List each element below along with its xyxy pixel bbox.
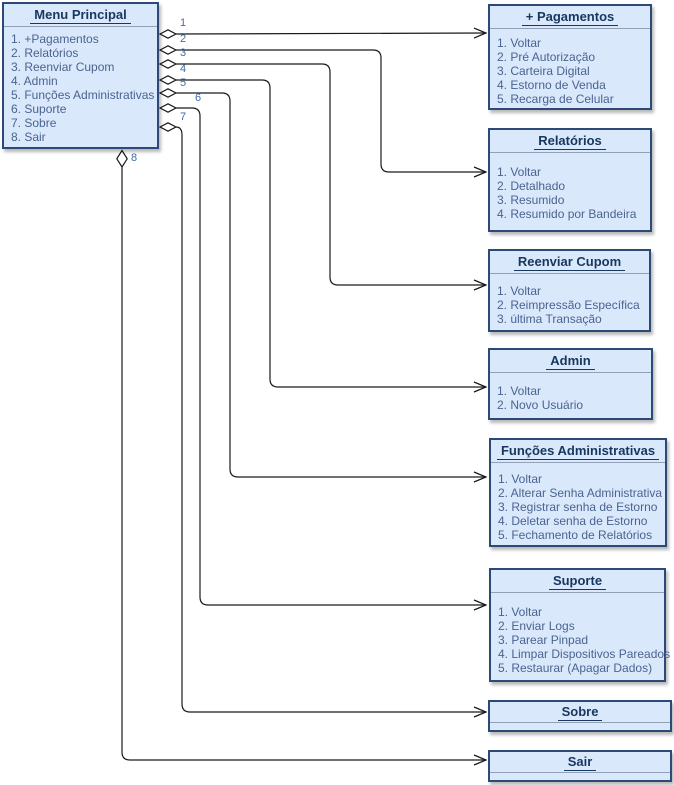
submenu-box-sobre: Sobre xyxy=(488,700,672,732)
submenu-box-suporte: Suporte 1. Voltar 2. Enviar Logs 3. Pare… xyxy=(489,568,671,682)
menu-item: 3. última Transação xyxy=(497,312,602,326)
submenu-title: + Pagamentos xyxy=(490,6,650,29)
menu-item: 4. Deletar senha de Estorno xyxy=(498,514,648,528)
menu-item: 7. Sobre xyxy=(11,116,57,130)
connector-label-2: 2 xyxy=(180,33,187,45)
menu-item: 6. Suporte xyxy=(11,102,67,116)
menu-item: 2. Enviar Logs xyxy=(498,619,575,633)
submenu-box-sair: Sair xyxy=(488,750,672,782)
menu-item: 1. Voltar xyxy=(497,384,542,398)
submenu-box-pagamentos: + Pagamentos 1. Voltar 2. Pré Autorizaçã… xyxy=(488,4,652,110)
submenu-title: Relatórios xyxy=(490,130,650,153)
menu-item: 4. Estorno de Venda xyxy=(497,78,606,92)
menu-item: 1. Voltar xyxy=(498,605,543,619)
submenu-title: Suporte xyxy=(491,570,664,593)
connector-1-pagamentos xyxy=(175,33,486,34)
menu-item: 3. Resumido xyxy=(497,193,565,207)
connector-label-8: 8 xyxy=(131,152,138,164)
connector-7-sobre xyxy=(175,126,486,712)
submenu-items xyxy=(490,773,670,781)
menu-item: 1. Voltar xyxy=(497,165,542,179)
menu-item: 5. Funções Administrativas xyxy=(11,88,155,102)
connector-2-relatorios xyxy=(176,49,486,172)
submenu-items: 1. Voltar 2. Reimpressão Específica 3. ú… xyxy=(490,274,649,326)
submenu-items xyxy=(490,723,670,731)
menu-principal-title-text: Menu Principal xyxy=(30,7,131,24)
connector-label-6: 6 xyxy=(195,92,202,104)
aggregation-diamond-6 xyxy=(158,103,178,113)
submenu-box-relatorios: Relatórios 1. Voltar 2. Detalhado 3. Res… xyxy=(488,128,652,232)
menu-item: 2. Detalhado xyxy=(497,179,566,193)
menu-item: 4. Admin xyxy=(11,74,58,88)
menu-principal-title: Menu Principal xyxy=(4,4,157,27)
connector-label-3: 3 xyxy=(180,47,187,59)
connector-label-4: 4 xyxy=(180,63,187,75)
submenu-title: Funções Administrativas xyxy=(491,440,665,463)
submenu-title: Admin xyxy=(490,350,651,373)
submenu-items: 1. Voltar 2. Detalhado 3. Resumido 4. Re… xyxy=(490,153,650,221)
submenu-items: 1. Voltar 2. Enviar Logs 3. Parear Pinpa… xyxy=(491,593,671,675)
connector-label-5: 5 xyxy=(180,77,187,89)
connector-8-sair xyxy=(121,167,486,760)
submenu-title-text: Suporte xyxy=(548,573,607,590)
menu-item: 2. Pré Autorização xyxy=(497,50,596,64)
menu-item: 4. Limpar Dispositivos Pareados xyxy=(498,647,671,661)
aggregation-diamond-8 xyxy=(116,149,128,169)
submenu-items: 1. Voltar 2. Novo Usuário xyxy=(490,373,651,412)
menu-item: 3. Parear Pinpad xyxy=(498,633,589,647)
connector-label-7: 7 xyxy=(180,111,187,123)
submenu-title-text: Funções Administrativas xyxy=(496,443,660,460)
menu-item: 2. Relatórios xyxy=(11,46,79,60)
submenu-box-funcoes-administrativas: Funções Administrativas 1. Voltar 2. Alt… xyxy=(489,438,667,547)
aggregation-diamond-3 xyxy=(158,59,178,69)
submenu-title-text: Reenviar Cupom xyxy=(513,254,626,271)
submenu-items: 1. Voltar 2. Alterar Senha Administrativ… xyxy=(491,463,665,542)
menu-item: 1. Voltar xyxy=(498,472,543,486)
connector-label-1: 1 xyxy=(180,17,187,29)
menu-principal-box: Menu Principal 1. +Pagamentos 2. Relatór… xyxy=(2,2,159,149)
aggregation-diamond-4 xyxy=(158,75,178,85)
menu-item: 1. +Pagamentos xyxy=(11,32,99,46)
menu-item: 3. Carteira Digital xyxy=(497,64,590,78)
submenu-title: Sobre xyxy=(490,702,670,723)
submenu-title-text: Sair xyxy=(563,754,597,771)
aggregation-diamond-1 xyxy=(158,29,178,39)
menu-item: 5. Fechamento de Relatórios xyxy=(498,528,653,542)
menu-item: 1. Voltar xyxy=(497,36,542,50)
submenu-title-text: Relatórios xyxy=(534,133,606,150)
connector-4-admin xyxy=(176,79,486,387)
menu-item: 4. Resumido por Bandeira xyxy=(497,207,637,221)
submenu-title-text: + Pagamentos xyxy=(521,9,619,26)
menu-principal-items: 1. +Pagamentos 2. Relatórios 3. Reenviar… xyxy=(4,27,157,144)
submenu-title-text: Admin xyxy=(546,353,595,370)
connector-3-reenviar-cupom xyxy=(176,63,486,285)
menu-item: 5. Restaurar (Apagar Dados) xyxy=(498,661,653,675)
aggregation-diamond-7 xyxy=(158,122,178,132)
menu-item: 2. Alterar Senha Administrativa xyxy=(498,486,663,500)
menu-item: 3. Reenviar Cupom xyxy=(11,60,115,74)
submenu-box-reenviar-cupom: Reenviar Cupom 1. Voltar 2. Reimpressão … xyxy=(488,249,651,332)
submenu-box-admin: Admin 1. Voltar 2. Novo Usuário xyxy=(488,348,653,420)
connector-6-suporte xyxy=(176,107,486,605)
menu-item: 5. Recarga de Celular xyxy=(497,92,614,106)
aggregation-diamond-2 xyxy=(158,45,178,55)
submenu-title-text: Sobre xyxy=(557,704,603,721)
menu-item: 2. Novo Usuário xyxy=(497,398,584,412)
submenu-items: 1. Voltar 2. Pré Autorização 3. Carteira… xyxy=(490,29,650,106)
menu-item: 1. Voltar xyxy=(497,284,542,298)
menu-item: 8. Sair xyxy=(11,130,46,144)
menu-item: 2. Reimpressão Específica xyxy=(497,298,640,312)
aggregation-diamond-5 xyxy=(158,88,178,98)
submenu-title: Sair xyxy=(490,752,670,773)
connector-5-funcoes-administrativas xyxy=(176,92,486,477)
submenu-title: Reenviar Cupom xyxy=(490,251,649,274)
menu-item: 3. Registrar senha de Estorno xyxy=(498,500,658,514)
